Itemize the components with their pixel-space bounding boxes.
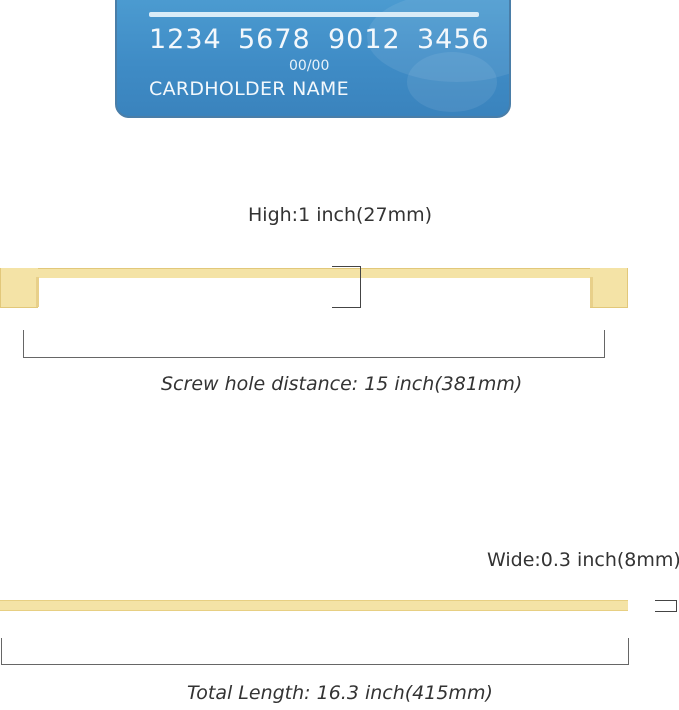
height-marker [332, 266, 361, 308]
height-dimension-label: High:1 inch(27mm) [248, 204, 433, 226]
card-number-group: 9012 [328, 24, 401, 55]
screw-hole-bracket [23, 330, 605, 358]
width-dimension-label: Wide:0.3 inch(8mm) [487, 549, 679, 571]
total-length-label: Total Length: 16.3 inch(415mm) [187, 682, 493, 704]
handle-bar [0, 268, 628, 278]
handle-side-view [0, 268, 630, 310]
handle-inner-shadow [36, 277, 39, 307]
card-number-group: 1234 [149, 24, 222, 55]
total-length-bracket [1, 638, 629, 665]
cardholder-name: CARDHOLDER NAME [149, 78, 349, 100]
width-marker [655, 600, 677, 612]
card-number-group: 3456 [417, 24, 490, 55]
handle-top-view [0, 600, 628, 611]
card-expiry: 00/00 [289, 58, 330, 74]
handle-right-leg [590, 268, 628, 308]
card-map-shape [407, 52, 497, 112]
handle-left-leg [0, 268, 38, 308]
card-stripe [149, 12, 479, 17]
credit-card-illustration: 1234 5678 9012 3456 00/00 CARDHOLDER NAM… [115, 0, 511, 118]
screw-hole-distance-label: Screw hole distance: 15 inch(381mm) [161, 373, 523, 395]
card-number-group: 5678 [238, 24, 311, 55]
handle-inner-shadow [590, 277, 593, 307]
